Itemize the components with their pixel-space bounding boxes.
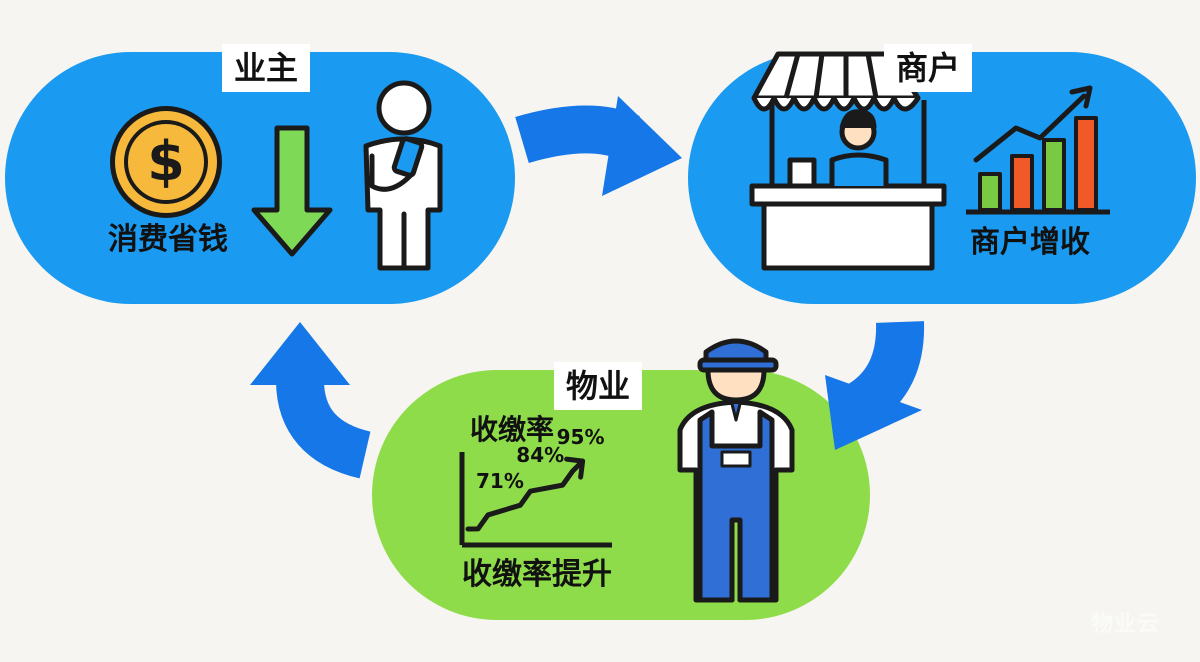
percent-label: 71% — [476, 468, 524, 493]
percent-label: 95% — [556, 425, 605, 450]
arrow-owner-to-merchant — [515, 96, 682, 196]
property-title: 物业 — [554, 362, 643, 410]
down-arrow-icon — [251, 125, 333, 257]
owner-title: 业主 — [222, 44, 311, 92]
worker-icon — [677, 338, 795, 603]
collection-rate-chart — [459, 452, 612, 548]
arrow-property-to-owner — [250, 322, 372, 479]
dollar-coin-icon: $ — [110, 106, 222, 218]
merchant-title: 商户 — [884, 44, 973, 92]
trend-arrowhead — [564, 456, 586, 480]
growth-chart-icon — [966, 85, 1110, 215]
svg-text:$: $ — [147, 130, 185, 193]
watermark: 物业云 — [1090, 612, 1160, 637]
arrow-merchant-to-property — [825, 321, 925, 450]
trend-line — [465, 458, 586, 532]
person-phone-icon — [363, 80, 443, 271]
shop-stall-icon — [749, 51, 947, 271]
owner-caption: 消费省钱 — [108, 222, 228, 257]
merchant-caption: 商户增收 — [970, 225, 1090, 260]
property-caption: 收缴率提升 — [462, 557, 612, 592]
chart-title: 收缴率 — [470, 413, 555, 446]
percent-label: 84% — [516, 443, 565, 468]
